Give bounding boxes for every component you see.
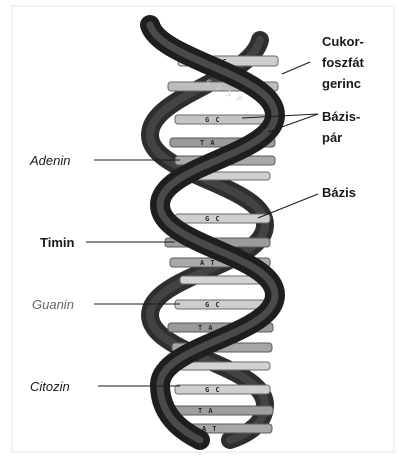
base-pair-rung: G C xyxy=(175,115,270,124)
backbone-label-line-2: foszfát xyxy=(322,55,365,70)
base-pair-label-line-2: pár xyxy=(322,130,342,145)
svg-text:T A: T A xyxy=(200,139,216,147)
base-pair-rung xyxy=(180,362,270,370)
base-pair-rung: T A xyxy=(168,406,273,415)
base-pair-rung: G C xyxy=(175,385,270,394)
backbone-label-line-3: gerinc xyxy=(322,76,361,91)
svg-text:A T: A T xyxy=(200,259,216,267)
base-pair-rung: G C xyxy=(175,214,270,223)
thymine-label: Timin xyxy=(40,235,74,250)
backbone-label-line-1: Cukor- xyxy=(322,34,364,49)
base-pair-label-line-1: Bázis- xyxy=(322,109,360,124)
base-pair-rung: G C xyxy=(175,300,270,309)
svg-text:T A: T A xyxy=(198,407,214,415)
svg-text:T A: T A xyxy=(198,324,214,332)
adenine-label: Adenin xyxy=(29,153,70,168)
svg-text:G C: G C xyxy=(205,116,221,124)
guanine-label: Guanin xyxy=(32,297,74,312)
base-label: Bázis xyxy=(322,185,356,200)
svg-text:G C: G C xyxy=(205,301,221,309)
cytosine-label: Citozin xyxy=(30,379,70,394)
svg-text:G C: G C xyxy=(205,215,221,223)
svg-text:G C: G C xyxy=(205,386,221,394)
